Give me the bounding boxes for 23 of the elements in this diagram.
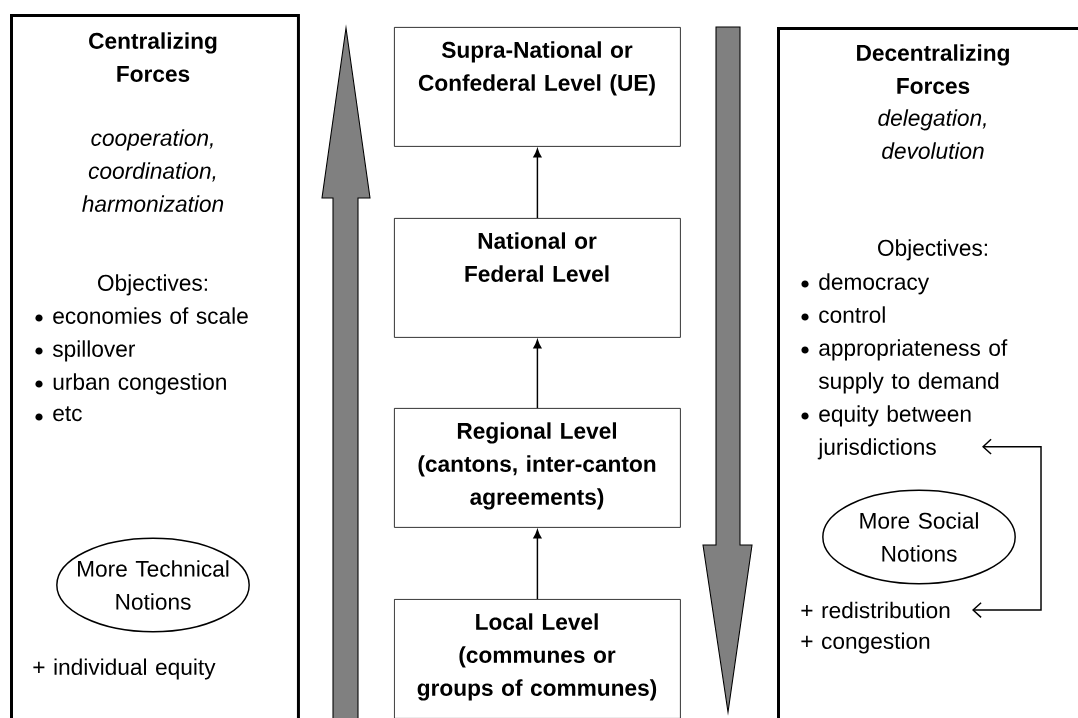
list-item: + redistribution: [801, 601, 950, 619]
connector-arrow: [533, 529, 542, 600]
italic-text: delegation, devolution: [878, 109, 986, 159]
list-item: economies of scale: [35, 307, 248, 324]
connector-arrow: [533, 148, 542, 219]
list-item: + congestion: [801, 632, 930, 654]
list-item: + individual equity: [33, 658, 216, 680]
list-item: urban congestion: [35, 373, 226, 395]
subheading: Objectives:: [98, 274, 207, 296]
connector-arrow: [972, 438, 1042, 619]
list-item: spillover: [35, 340, 135, 362]
subheading: Objectives:: [878, 239, 987, 261]
list-item: equity between jurisdictions: [801, 405, 971, 460]
italic-text: cooperation, coordination, harmonization: [82, 129, 224, 212]
level-box: Local Level (communes or groups of communes): [394, 599, 681, 718]
list-item: democracy: [801, 273, 930, 295]
connector-arrow: [533, 339, 542, 409]
level-box: Supra-National or Confederal Level (UE): [394, 27, 681, 147]
level-box: Regional Level (cantons, inter-canton agreements): [394, 408, 681, 528]
list-item: etc: [35, 406, 82, 422]
level-box: National or Federal Level: [394, 218, 681, 338]
list-item: control: [801, 306, 885, 323]
heading: Centralizing Forces: [89, 32, 217, 82]
